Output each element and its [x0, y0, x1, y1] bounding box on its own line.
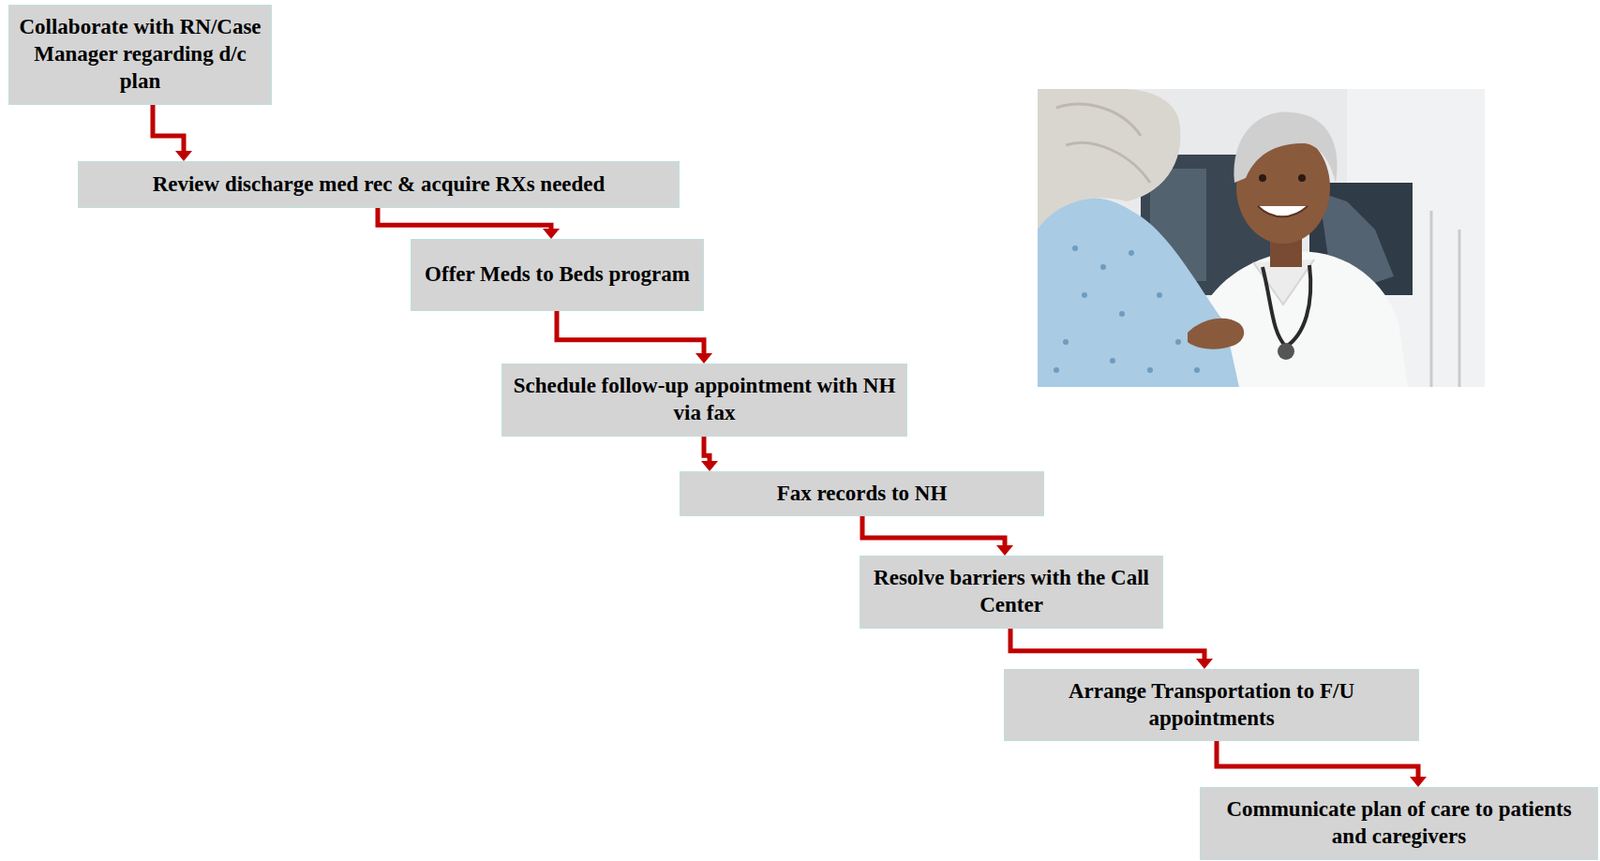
connector-line: [703, 436, 710, 462]
connector-line: [152, 104, 184, 151]
connector-line: [556, 311, 704, 354]
process-box: Collaborate with RN/Case Manager regardi…: [8, 4, 272, 105]
flow-arrow: [701, 436, 718, 472]
flow-arrow: [377, 208, 560, 240]
connector-line: [1216, 741, 1419, 778]
step-label: Resolve barriers with the Call Center: [869, 565, 1153, 620]
step-label: Schedule follow-up appointment with NH v…: [511, 373, 898, 428]
arrowhead: [1196, 658, 1213, 670]
flow-arrow: [152, 104, 193, 162]
flow-arrow: [1216, 741, 1427, 788]
arrowhead: [1409, 777, 1427, 788]
connector-line: [1010, 628, 1205, 659]
step-label: Communicate plan of care to patients and…: [1210, 796, 1588, 852]
process-box: Offer Meds to Beds program: [410, 239, 704, 312]
process-box: Schedule follow-up appointment with NH v…: [501, 363, 908, 437]
flow-arrow: [862, 516, 1014, 556]
arrowhead: [701, 461, 718, 472]
step-label: Fax records to NH: [777, 480, 948, 509]
step-label: Offer Meds to Beds program: [424, 261, 690, 289]
doctor-patient-photo: [1037, 89, 1485, 388]
connector-line: [862, 516, 1005, 546]
flow-arrow: [1010, 628, 1213, 670]
process-box: Resolve barriers with the Call Center: [859, 555, 1164, 629]
process-box: Fax records to NH: [679, 471, 1045, 517]
step-label: Collaborate with RN/Case Manager regardi…: [18, 14, 262, 95]
process-box: Arrange Transportation to F/U appointmen…: [1003, 669, 1420, 742]
connector-line: [377, 208, 552, 229]
step-label: Arrange Transportation to F/U appointmen…: [1014, 678, 1409, 733]
process-box: Communicate plan of care to patients and…: [1199, 787, 1599, 861]
arrowhead: [175, 150, 193, 162]
arrowhead: [542, 228, 560, 240]
arrowhead: [695, 353, 713, 364]
process-box: Review discharge med rec & acquire RXs n…: [77, 161, 680, 209]
arrowhead: [996, 545, 1014, 556]
flow-arrow: [556, 311, 713, 364]
step-label: Review discharge med rec & acquire RXs n…: [152, 171, 606, 199]
